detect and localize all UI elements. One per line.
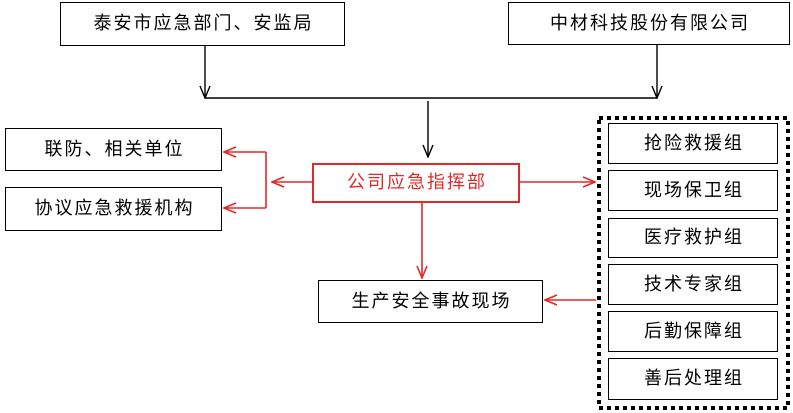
group-box: 抢险救援组 xyxy=(608,123,778,164)
group-box: 后勤保障组 xyxy=(608,311,778,352)
authority-label: 泰安市应急部门、安监局 xyxy=(93,13,314,34)
group-label: 抢险救援组 xyxy=(644,132,744,154)
command-box: 公司应急指挥部 xyxy=(312,163,520,203)
rescue-agency-label: 协议应急救援机构 xyxy=(34,198,195,219)
command-label: 公司应急指挥部 xyxy=(347,172,487,193)
joint-units-box: 联防、相关单位 xyxy=(5,128,222,171)
scene-box: 生产安全事故现场 xyxy=(318,280,543,323)
company-box: 中材科技股份有限公司 xyxy=(508,2,790,45)
group-box: 善后处理组 xyxy=(608,358,778,400)
group-box: 医疗救护组 xyxy=(608,218,778,258)
authority-box: 泰安市应急部门、安监局 xyxy=(60,2,345,46)
group-box: 现场保卫组 xyxy=(608,170,778,211)
group-label: 医疗救护组 xyxy=(644,227,744,248)
joint-units-label: 联防、相关单位 xyxy=(44,138,185,160)
rescue-agency-box: 协议应急救援机构 xyxy=(5,187,222,231)
scene-label: 生产安全事故现场 xyxy=(351,290,512,312)
group-label: 技术专家组 xyxy=(644,273,744,295)
group-label: 现场保卫组 xyxy=(644,179,744,201)
group-box: 技术专家组 xyxy=(608,264,778,305)
group-label: 后勤保障组 xyxy=(644,320,744,342)
company-label: 中材科技股份有限公司 xyxy=(550,12,750,34)
group-label: 善后处理组 xyxy=(644,368,744,389)
